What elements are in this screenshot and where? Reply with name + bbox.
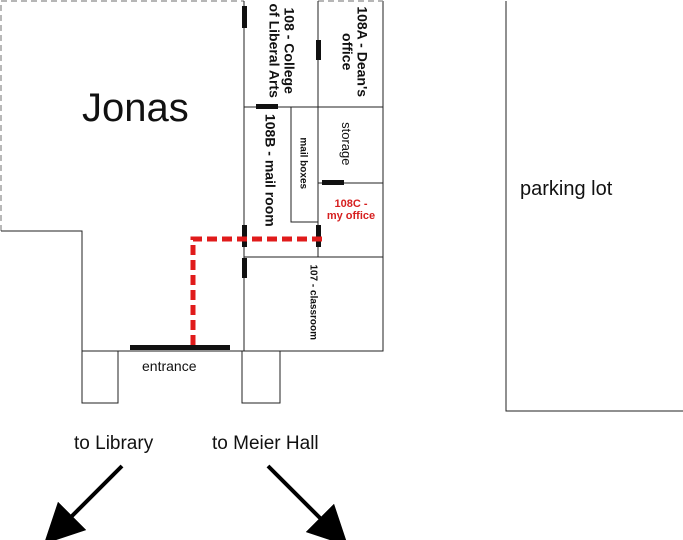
- door-107: [242, 258, 247, 278]
- room-108-label: 108 - College of Liberal Arts: [267, 3, 298, 98]
- arrow-down-left-icon: [43, 464, 124, 540]
- door-108c: [316, 225, 321, 247]
- door-108b-top: [256, 104, 278, 109]
- parking-lot-label: parking lot: [520, 178, 613, 200]
- door-108a: [316, 40, 321, 60]
- building-name-label: Jonas: [82, 86, 189, 130]
- direction-meier-label: to Meier Hall: [212, 433, 319, 454]
- entrance-pillar-left: [81, 350, 119, 404]
- door-108b-side: [242, 225, 247, 247]
- room-107-label: 107 - classroom: [307, 264, 319, 341]
- door-storage: [322, 180, 344, 185]
- room-108a-label: 108A - Dean's office: [340, 6, 371, 98]
- door-108: [242, 6, 247, 28]
- route-path: [190, 236, 327, 345]
- room-108c-number: 108C -: [334, 198, 368, 210]
- room-108c-label: 108C - my office: [320, 198, 382, 222]
- entrance-label: entrance: [142, 358, 197, 374]
- parking-lot-outline: [505, 1, 683, 412]
- room-108b-label: 108B - mail room: [262, 113, 279, 227]
- room-108c-name: my office: [326, 209, 376, 222]
- jonas-dashed-outline: [0, 0, 244, 231]
- entrance-door: [130, 345, 230, 350]
- entrance-pillar-right: [241, 350, 281, 404]
- direction-library-label: to Library: [74, 433, 154, 454]
- arrow-down-right-icon: [266, 464, 349, 540]
- doors: [130, 6, 344, 350]
- storage-label: storage: [338, 122, 354, 166]
- mail-boxes-label: mail boxes: [297, 137, 309, 190]
